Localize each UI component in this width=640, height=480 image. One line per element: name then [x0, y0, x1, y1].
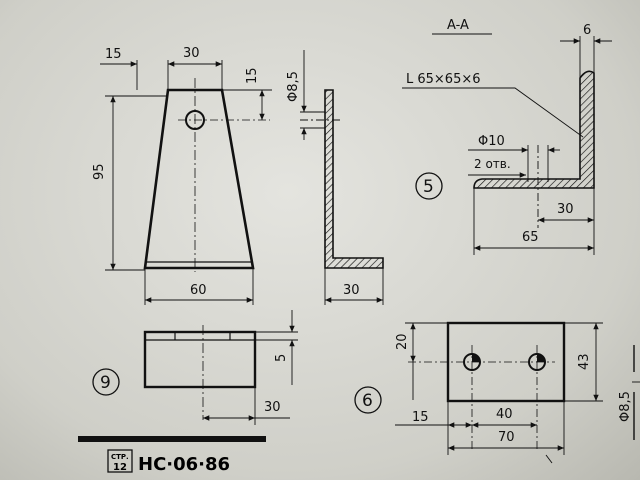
part9-plan-view: [143, 325, 257, 420]
part6-dim-hole-dia-edge: Φ8,5: [618, 391, 633, 422]
part9-dimension-lines: [100, 60, 272, 305]
part6-dim-width: 70: [498, 430, 515, 445]
section-label: A-A: [447, 18, 469, 33]
part5-dimension-lines: [402, 36, 612, 255]
part5-dim-leg: 65: [522, 230, 539, 245]
part9-dim-hole-dia: Φ8,5: [286, 71, 301, 102]
svg-text:9: 9: [100, 373, 111, 393]
part9-dim-top-width: 30: [183, 46, 200, 61]
footer-strip: СТР. 12 НС·06·86: [78, 436, 266, 475]
part9-side-view: [324, 89, 384, 269]
part6-dimension-lines: [395, 322, 603, 464]
part5-hole-count: 2 отв.: [474, 157, 511, 171]
footer-page-label: СТР.: [111, 453, 129, 461]
part9-number-badge: 9: [92, 368, 120, 396]
part6-dim-spacing: 40: [496, 407, 513, 422]
part6-dim-total-height: 43: [577, 353, 592, 370]
part6-number-badge: 6: [354, 386, 382, 414]
part5-dim-hole-dia: Φ10: [478, 134, 505, 149]
part9-dim-side-width: 30: [343, 283, 360, 298]
part5-dim-hole-pos: 30: [557, 202, 574, 217]
svg-text:5: 5: [423, 177, 434, 197]
footer-page-number: 12: [113, 462, 127, 473]
footer-code: НС·06·86: [138, 454, 230, 475]
svg-text:6: 6: [362, 391, 373, 411]
part9-dim-hole-offset: 15: [245, 67, 260, 84]
part9-dim-height: 95: [92, 163, 107, 180]
part6-edge-fragment: [632, 345, 640, 440]
part9-dim-top-left: 15: [105, 47, 122, 62]
part9-plan-dimension-lines: [203, 310, 298, 425]
part6-dim-left: 15: [412, 410, 429, 425]
part9-dim-plan-offset: 30: [264, 400, 281, 415]
part6-dim-height: 20: [395, 333, 410, 350]
part6-plate-view: [408, 321, 566, 452]
part9-dim-bottom-width: 60: [190, 283, 207, 298]
angle-profile-label: L 65×65×6: [406, 72, 481, 87]
part5-number-badge: 5: [415, 172, 443, 200]
part9-front-view: [143, 78, 270, 272]
part5-dim-thickness: 6: [583, 23, 591, 38]
part9-side-dimension-lines: [300, 50, 384, 305]
part9-dim-plan-thickness: 5: [274, 354, 289, 362]
